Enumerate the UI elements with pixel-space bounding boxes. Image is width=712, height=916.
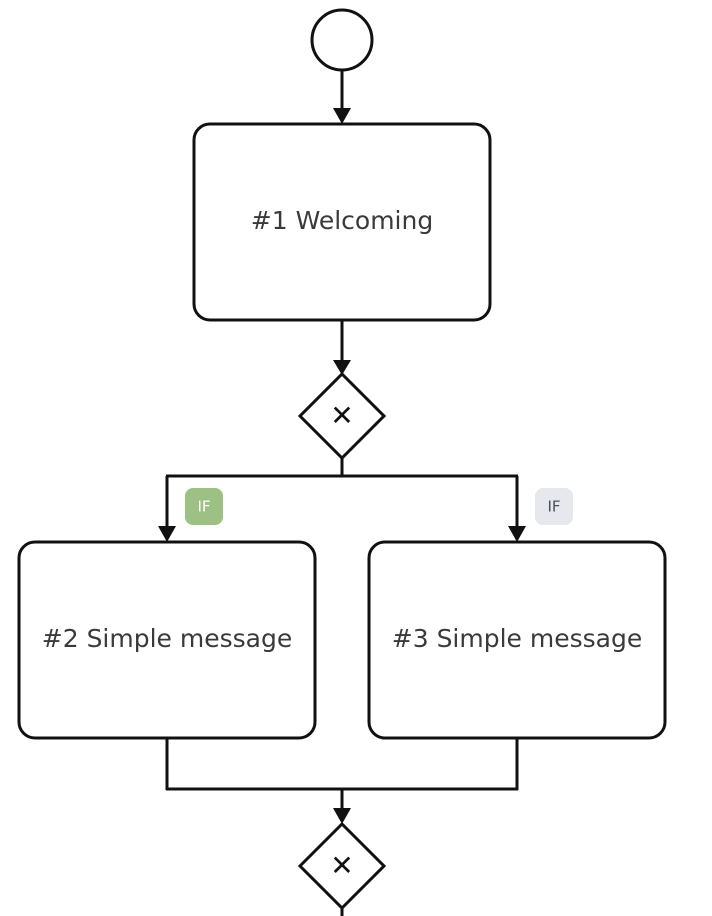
connector-start-to-step-1 — [333, 70, 351, 124]
step-node-1-label: #1 Welcoming — [251, 206, 433, 235]
split-gateway[interactable]: ✕ — [297, 371, 387, 461]
gateway-x-icon: ✕ — [330, 399, 353, 432]
step-node-2[interactable]: #2 Simple message — [17, 540, 317, 740]
step-node-1[interactable]: #1 Welcoming — [192, 122, 492, 322]
condition-badge-inactive[interactable]: IF — [535, 488, 573, 525]
branch-connectors — [158, 458, 526, 542]
step-node-3[interactable]: #3 Simple message — [367, 540, 667, 740]
step-node-3-label: #3 Simple message — [392, 624, 642, 653]
condition-badge-inactive-label: IF — [547, 498, 560, 516]
merge-connectors — [165, 738, 519, 824]
gateway-x-icon: ✕ — [330, 849, 353, 882]
condition-badge-active[interactable]: IF — [185, 488, 223, 525]
start-event[interactable] — [310, 8, 374, 72]
condition-badge-active-label: IF — [197, 498, 210, 516]
connector-step-1-to-split-gateway — [333, 320, 351, 375]
merge-gateway[interactable]: ✕ — [297, 821, 387, 911]
step-node-2-label: #2 Simple message — [42, 624, 292, 653]
